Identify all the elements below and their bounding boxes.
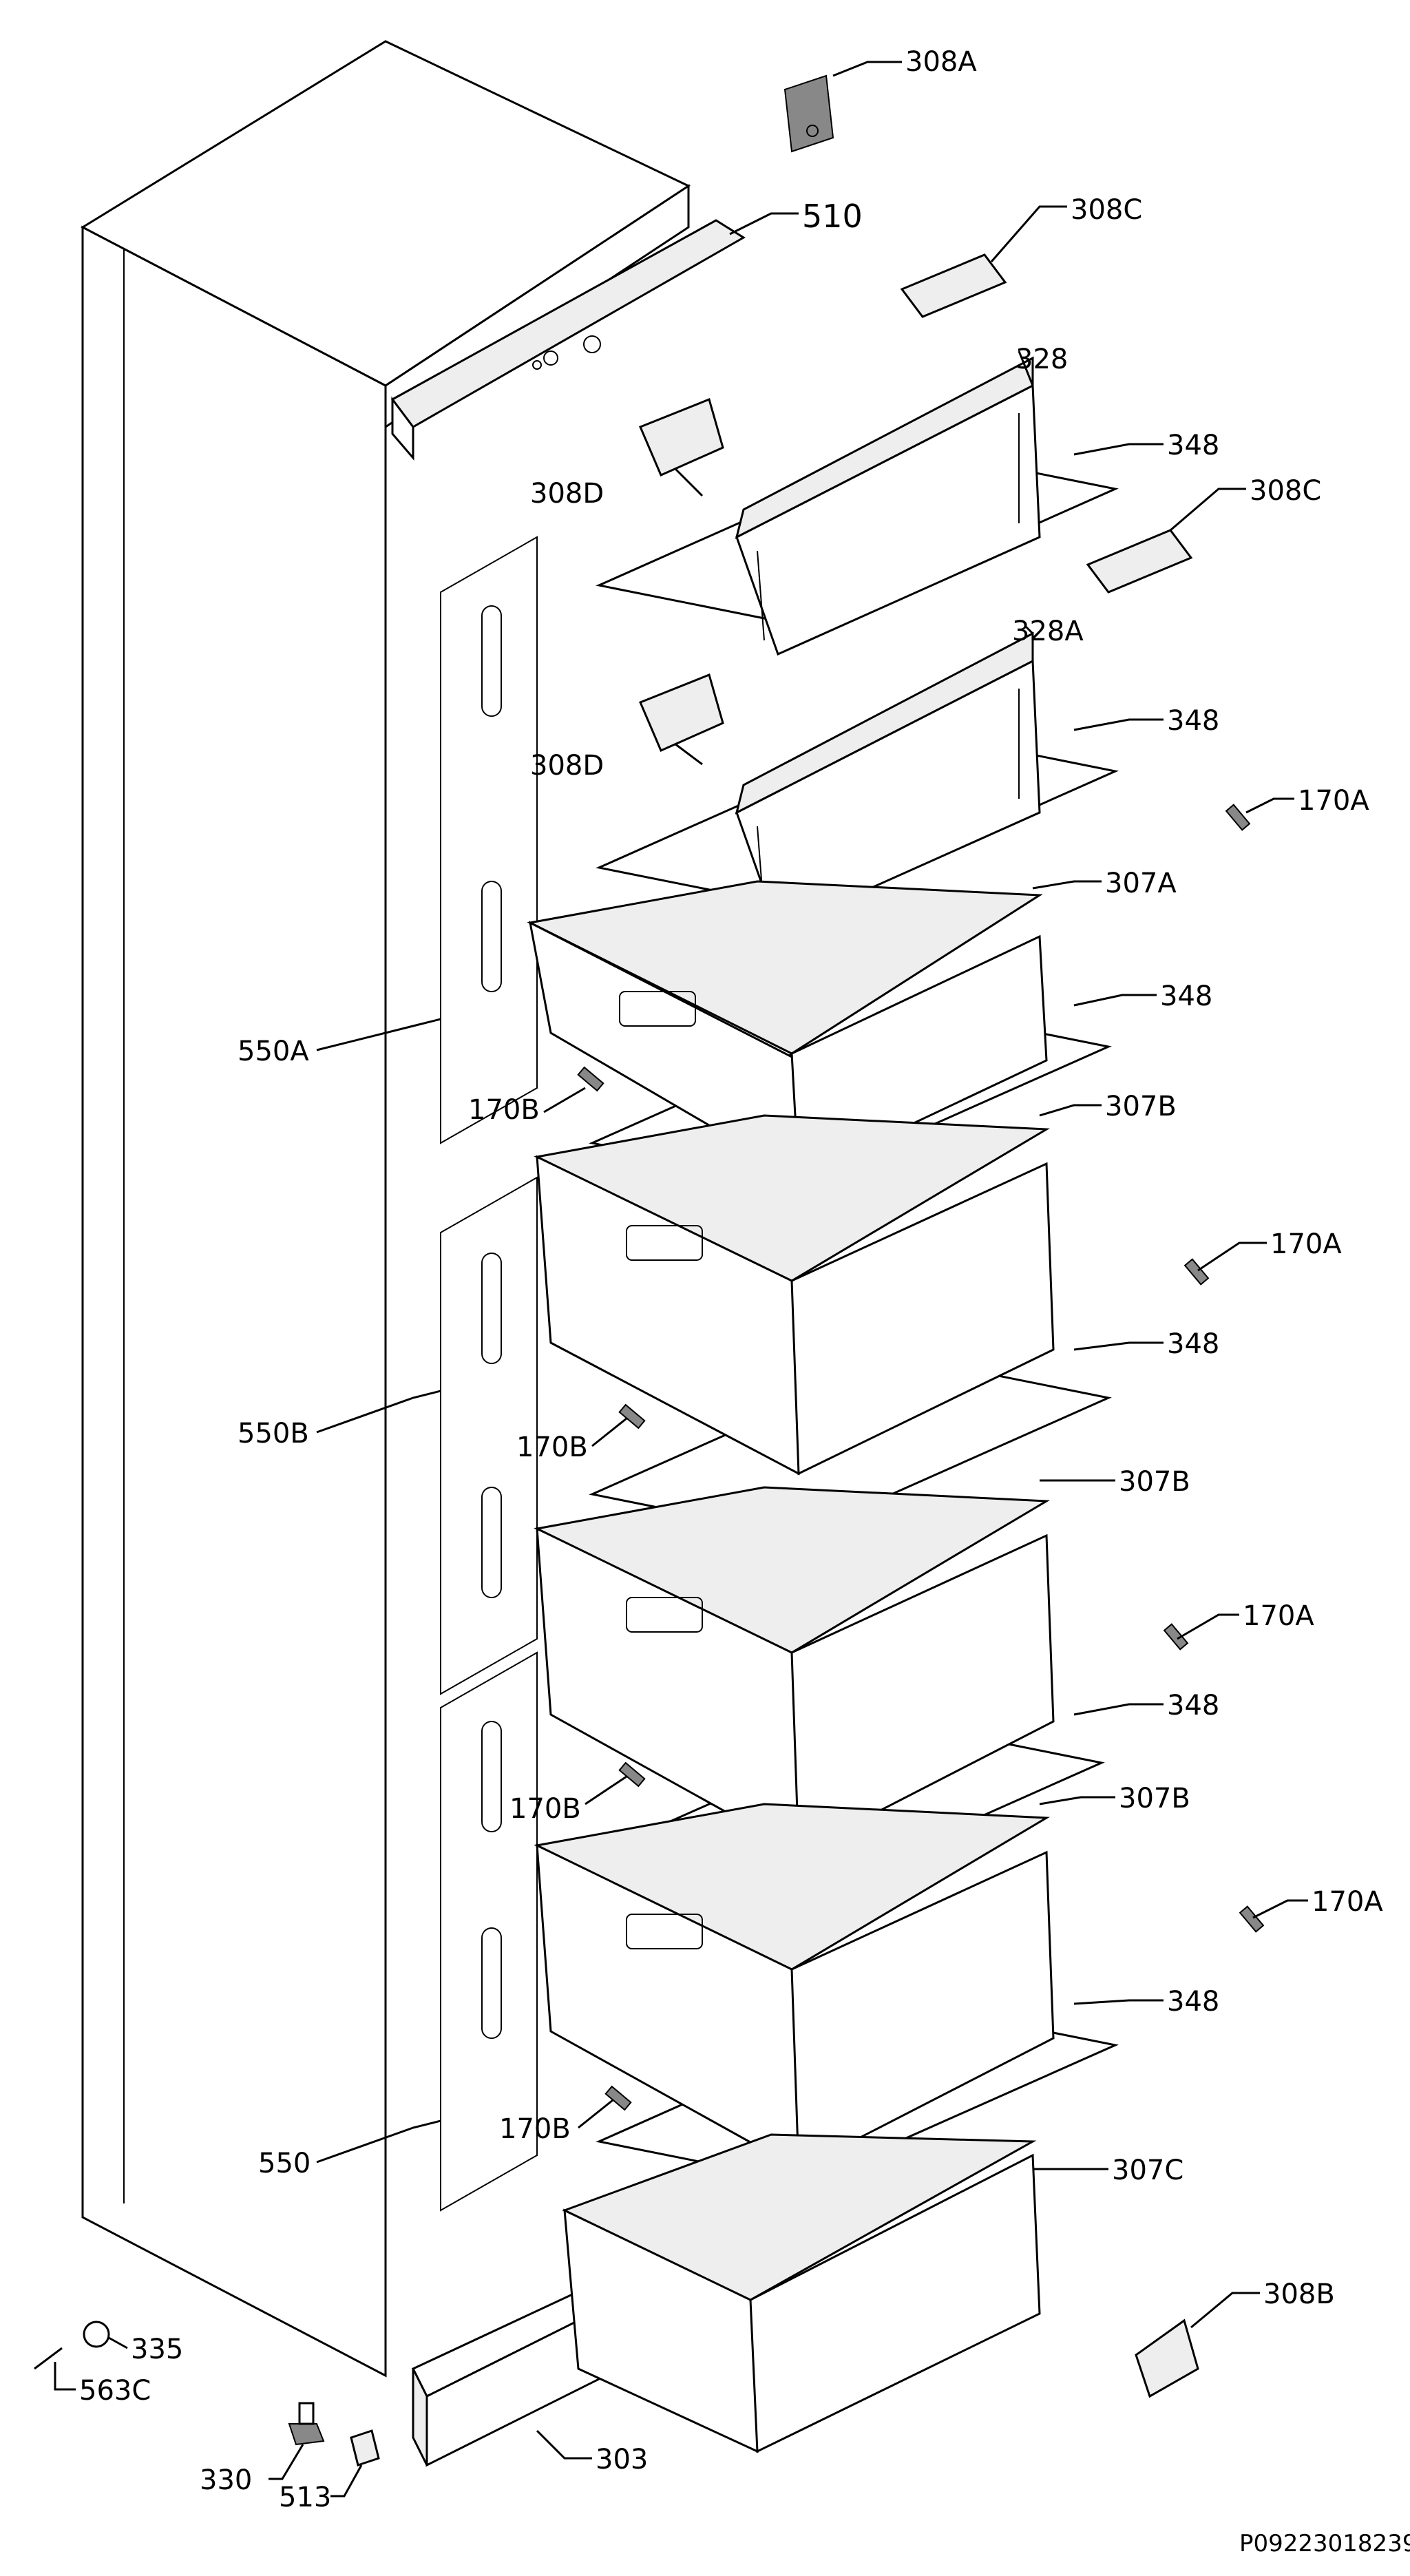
- drawer-307A: [527, 880, 1048, 1180]
- label-303: 303: [596, 2444, 648, 2475]
- control-panel-510: [390, 219, 746, 461]
- label-550A: 550A: [238, 1036, 309, 1067]
- label-348-5: 348: [1167, 1690, 1219, 1721]
- label-330: 330: [200, 2464, 252, 2496]
- flap-328: [735, 356, 1041, 656]
- door-liner-550B: [440, 1176, 538, 1695]
- clips-170B: [577, 1066, 646, 2111]
- hinge-308C-2: [1086, 529, 1193, 594]
- label-308B: 308B: [1263, 2279, 1335, 2310]
- label-348-6: 348: [1167, 1986, 1219, 2018]
- label-170A-4: 170A: [1312, 1886, 1383, 1918]
- label-335: 335: [131, 2334, 183, 2365]
- label-170B-3: 170B: [509, 1793, 581, 1825]
- label-307A: 307A: [1105, 868, 1177, 899]
- drawer-307B-1: [534, 1114, 1055, 1476]
- drawer-307B-2: [534, 1486, 1055, 1854]
- label-308D-lower: 308D: [530, 750, 604, 782]
- label-307B-3: 307B: [1119, 1783, 1190, 1814]
- label-308C-top: 308C: [1071, 194, 1142, 226]
- drawer-307C: [562, 2133, 1041, 2453]
- label-308A: 308A: [905, 46, 977, 78]
- label-170B-2: 170B: [516, 1432, 588, 1463]
- label-307C: 307C: [1112, 2155, 1183, 2186]
- label-513: 513: [279, 2482, 331, 2513]
- hinge-308A: [783, 74, 834, 153]
- small-parts-bottom: [34, 2321, 380, 2467]
- label-170B-4: 170B: [499, 2113, 571, 2145]
- label-348-2: 348: [1167, 705, 1219, 737]
- part-labels: 308A 510 308C 328 308D 348 308C 328A 348…: [79, 46, 1410, 2557]
- label-348-4: 348: [1167, 1328, 1219, 1360]
- label-550: 550: [258, 2148, 311, 2179]
- label-348-3: 348: [1160, 981, 1212, 1012]
- label-170B-1: 170B: [468, 1094, 540, 1126]
- leader-lines: [54, 61, 1308, 2498]
- label-170A-2: 170A: [1270, 1228, 1342, 1260]
- hinge-308C-1: [900, 253, 1007, 318]
- clips-170A: [1163, 804, 1265, 1933]
- label-307B-2: 307B: [1119, 1466, 1190, 1498]
- label-170A-3: 170A: [1243, 1600, 1314, 1632]
- hinge-308D-2: [639, 673, 724, 752]
- label-328A: 328A: [1012, 616, 1084, 647]
- label-510: 510: [802, 198, 863, 235]
- label-307B-1: 307B: [1105, 1091, 1177, 1122]
- label-308D-upper: 308D: [530, 478, 604, 510]
- hinge-308B: [1135, 2318, 1199, 2398]
- label-563C: 563C: [79, 2375, 151, 2407]
- label-328: 328: [1016, 344, 1068, 375]
- label-348-1: 348: [1167, 430, 1219, 461]
- door-liner-550A: [440, 536, 538, 1144]
- door-liner-550: [440, 1651, 538, 2212]
- drawer-307B-3: [534, 1803, 1055, 2171]
- hinge-308D-1: [639, 397, 724, 477]
- drawing-code: P09223018239: [1239, 2530, 1410, 2557]
- label-308C-mid: 308C: [1250, 475, 1321, 507]
- label-170A-1: 170A: [1298, 785, 1369, 817]
- label-550B: 550B: [238, 1418, 309, 1449]
